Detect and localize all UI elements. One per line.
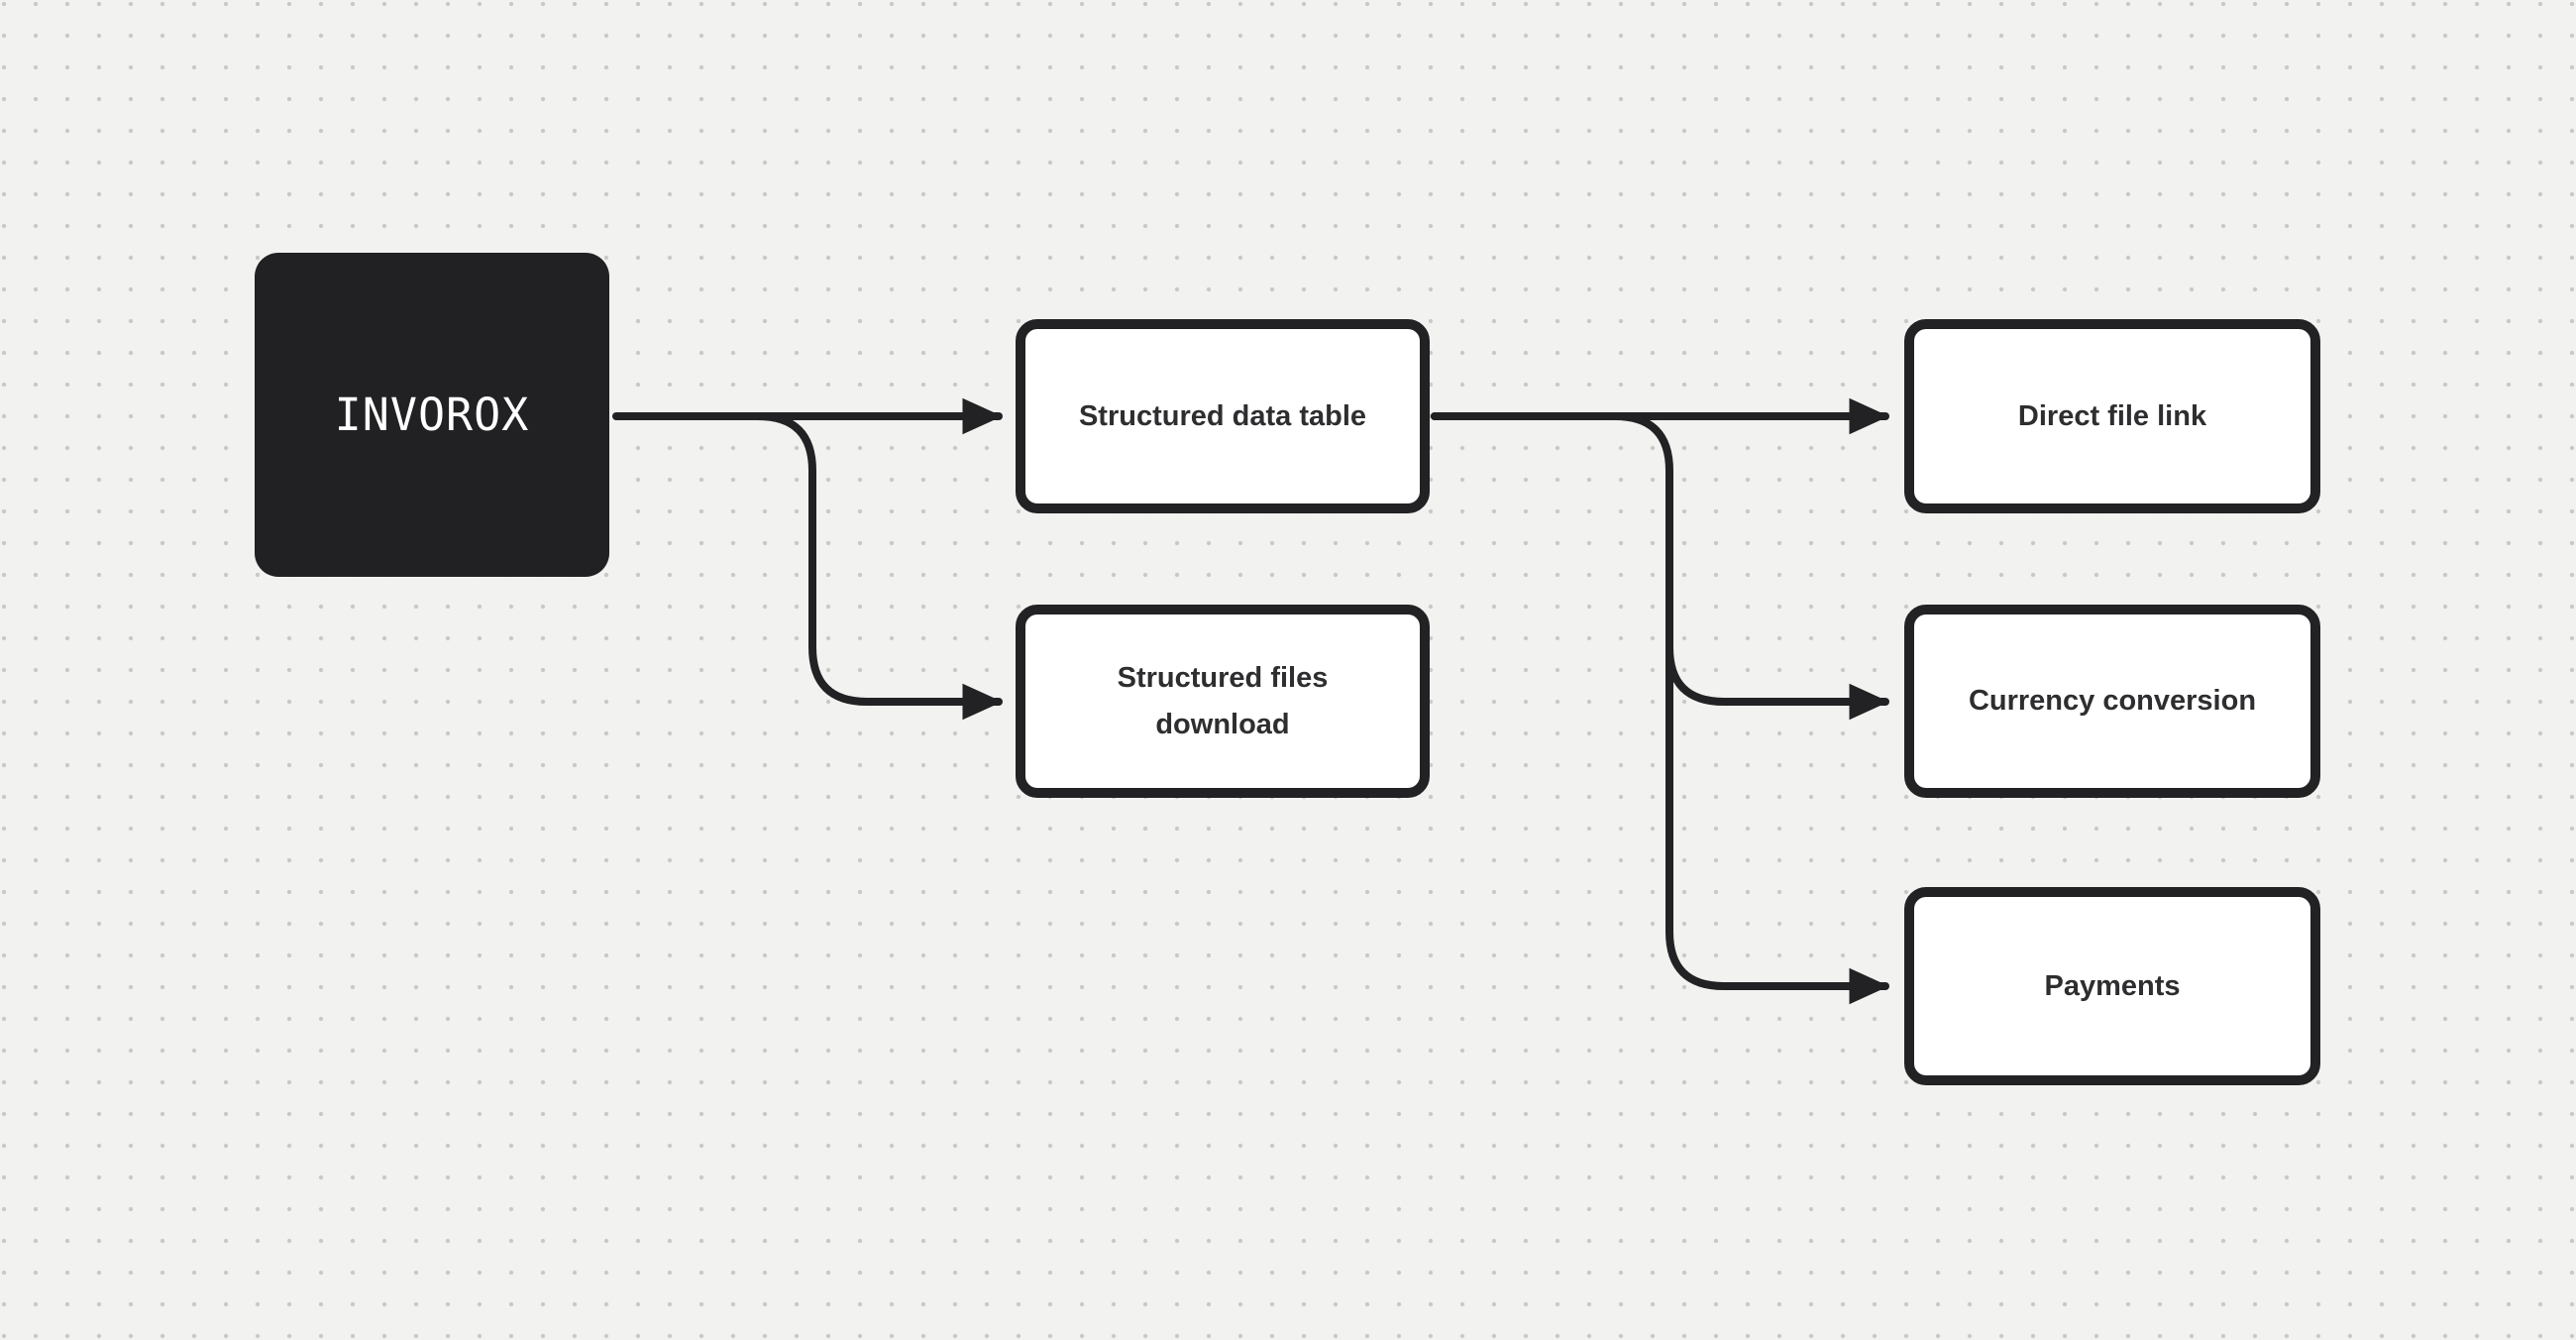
node-currency-conversion[interactable]: Currency conversion — [1904, 605, 2320, 798]
edge-root-to-files-download — [630, 412, 1003, 721]
node-invorox-label: INVOROX — [334, 389, 530, 441]
node-payments-label: Payments — [2044, 969, 2181, 1002]
node-invorox[interactable]: INVOROX — [255, 253, 609, 577]
node-structured-files-download[interactable]: Structured files download — [1016, 605, 1430, 798]
node-direct-file-link-label: Direct file link — [2017, 399, 2207, 432]
node-structured-data-table-label: Structured data table — [1078, 399, 1367, 432]
node-structured-files-download-label: Structured files download — [1117, 662, 1329, 740]
node-direct-file-link[interactable]: Direct file link — [1904, 319, 2320, 513]
edge-data-table-to-currency — [1431, 412, 1889, 721]
edge-data-table-to-payments — [1665, 630, 1889, 1005]
node-structured-data-table[interactable]: Structured data table — [1016, 319, 1430, 513]
node-currency-conversion-label: Currency conversion — [1968, 685, 2257, 718]
node-payments[interactable]: Payments — [1904, 887, 2320, 1085]
